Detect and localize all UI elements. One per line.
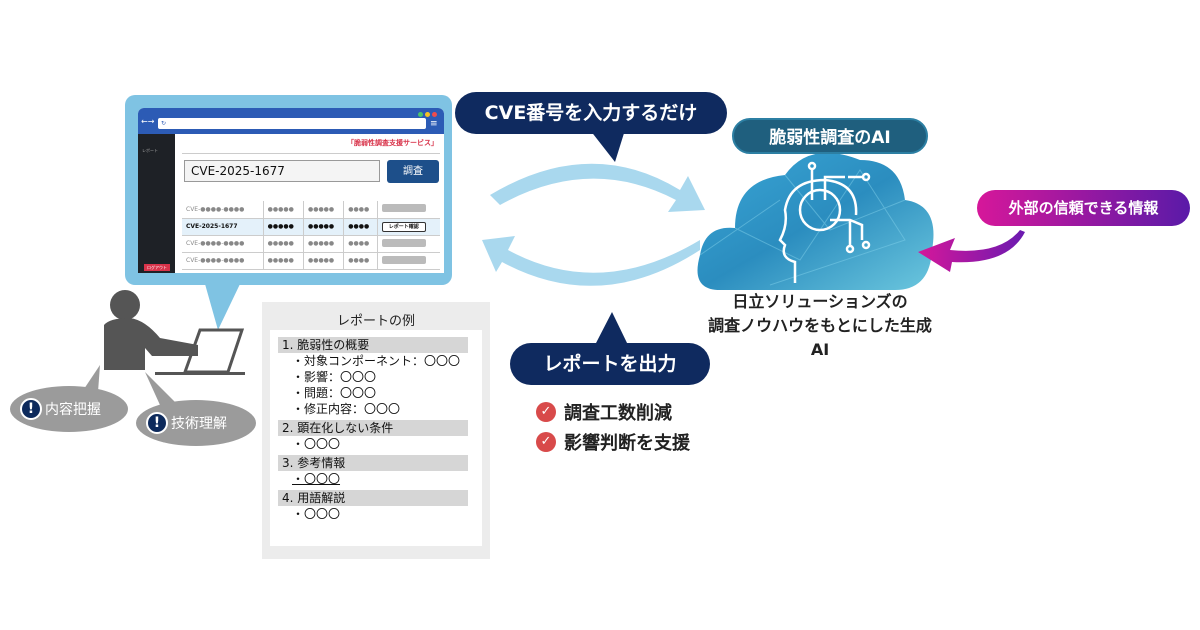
browser-titlebar: ←→ ↻ ≡ <box>138 108 444 134</box>
report-item: ・問題：〇〇〇 <box>292 386 377 400</box>
report-section-heading: 2. 顕在化しない条件 <box>278 420 468 436</box>
action-cell: レポート確認 <box>377 218 440 236</box>
bubble-tech-understanding: !技術理解 <box>136 400 256 446</box>
disabled-button <box>381 204 426 213</box>
window-dot-red[interactable] <box>432 112 437 117</box>
output-callout: レポートを出力 <box>510 343 710 385</box>
view-report-button[interactable]: レポート確認 <box>381 221 426 232</box>
cve-id: CVE-●●●●-●●●● <box>182 201 264 219</box>
report-item: ・〇〇〇 <box>292 437 341 451</box>
ai-label: 脆弱性調査のAI <box>732 118 928 154</box>
reload-icon[interactable]: ↻ <box>161 120 167 127</box>
table-row: CVE-●●●●-●●●●●●●●●●●●●●●●●● <box>182 252 440 270</box>
browser-window: ←→ ↻ ≡ レポート ログアウト 「脆弱性調査支援サービス」 CVE-2025… <box>138 108 444 273</box>
exclamation-icon: ! <box>20 398 42 420</box>
cell: ●●●● <box>343 218 378 236</box>
cell: ●●●●● <box>303 218 345 236</box>
cell: ●●●●● <box>263 252 304 270</box>
table-row: CVE-●●●●-●●●●●●●●●●●●●●●●●● <box>182 235 440 253</box>
person-icon <box>104 290 245 375</box>
window-dot-green[interactable] <box>418 112 423 117</box>
callout-tail <box>205 284 240 330</box>
disabled-button <box>381 238 426 247</box>
action-cell <box>377 201 440 219</box>
cve-id: CVE-●●●●-●●●● <box>182 252 264 270</box>
report-item: ・対象コンポーネント：〇〇〇 <box>292 354 461 368</box>
external-arrow <box>918 230 1025 272</box>
ai-head-icon <box>778 161 871 283</box>
input-pill-tail <box>590 130 625 162</box>
logout-button[interactable]: ログアウト <box>144 264 170 271</box>
report-section-heading: 3. 参考情報 <box>278 455 468 471</box>
cell: ●●●●● <box>303 252 345 270</box>
window-dot-yellow[interactable] <box>425 112 430 117</box>
investigate-button[interactable]: 調査 <box>387 160 439 183</box>
report-title: レポートの例 <box>336 314 415 329</box>
report-section-heading: 1. 脆弱性の概要 <box>278 337 468 353</box>
benefit-label: 影響判断を支援 <box>564 433 690 454</box>
cell: ●●●●● <box>303 201 345 219</box>
report-item: ・〇〇〇 <box>292 507 341 521</box>
report-body: 1. 脆弱性の概要 ・対象コンポーネント：〇〇〇 ・影響：〇〇〇 ・問題：〇〇〇… <box>270 330 482 546</box>
action-cell <box>377 252 440 270</box>
caption-line: 日立ソリューションズの <box>732 292 908 311</box>
ai-cloud-icon <box>697 152 934 290</box>
back-forward-icon[interactable]: ←→ <box>141 117 155 126</box>
cell: ●●●● <box>343 235 378 253</box>
action-cell <box>377 235 440 253</box>
report-item: ・修正内容：〇〇〇 <box>292 402 401 416</box>
sidebar: レポート ログアウト <box>138 134 175 273</box>
bubble-label: 内容把握 <box>45 402 101 418</box>
cell: ●●●●● <box>263 201 304 219</box>
caption-line: 調査ノウハウをもとにした生成AI <box>708 316 932 359</box>
cell: ●●●●● <box>303 235 345 253</box>
cve-search-input[interactable]: CVE-2025-1677 <box>184 160 380 182</box>
sidebar-item-report[interactable]: レポート <box>142 148 158 153</box>
cell: ●●●● <box>343 201 378 219</box>
disabled-button <box>381 255 426 264</box>
bubble-content-grasp: !内容把握 <box>10 386 128 432</box>
report-example: レポートの例 1. 脆弱性の概要 ・対象コンポーネント：〇〇〇 ・影響：〇〇〇 … <box>262 302 490 559</box>
benefit-item: ✓ 調査工数削減 <box>536 399 672 425</box>
external-info-label: 外部の信頼できる情報 <box>977 190 1190 226</box>
laptop-icon <box>182 328 245 374</box>
cell: ●●●●● <box>263 235 304 253</box>
check-icon: ✓ <box>536 402 556 422</box>
exclamation-icon: ! <box>146 412 168 434</box>
check-icon: ✓ <box>536 432 556 452</box>
benefit-label: 調査工数削減 <box>564 403 672 424</box>
report-section-heading: 4. 用語解説 <box>278 490 468 506</box>
cell: ●●●●● <box>263 218 304 236</box>
table-row: CVE-2025-1677●●●●●●●●●●●●●●レポート確認 <box>182 218 440 236</box>
address-bar[interactable]: ↻ <box>158 118 426 129</box>
divider <box>182 153 440 154</box>
table-row: CVE-●●●●-●●●●●●●●●●●●●●●●●● <box>182 201 440 219</box>
report-item: ・影響：〇〇〇 <box>292 370 377 384</box>
menu-icon[interactable]: ≡ <box>430 119 438 129</box>
cve-id: CVE-2025-1677 <box>182 218 264 236</box>
output-pill-tail <box>595 312 628 345</box>
cell: ●●●● <box>343 252 378 270</box>
cve-id: CVE-●●●●-●●●● <box>182 235 264 253</box>
report-item-link[interactable]: ・〇〇〇 <box>292 472 341 486</box>
cve-table: CVE-●●●●-●●●●●●●●●●●●●●●●●● CVE-2025-167… <box>182 201 440 270</box>
arrow-to-ai <box>490 163 705 212</box>
benefit-item: ✓ 影響判断を支援 <box>536 429 690 455</box>
ai-caption: 日立ソリューションズの 調査ノウハウをもとにした生成AI <box>700 290 940 362</box>
input-callout: CVE番号を入力するだけ <box>455 92 727 134</box>
service-title: 「脆弱性調査支援サービス」 <box>347 139 438 147</box>
bubble-label: 技術理解 <box>171 416 227 432</box>
arrow-to-user <box>482 236 700 286</box>
